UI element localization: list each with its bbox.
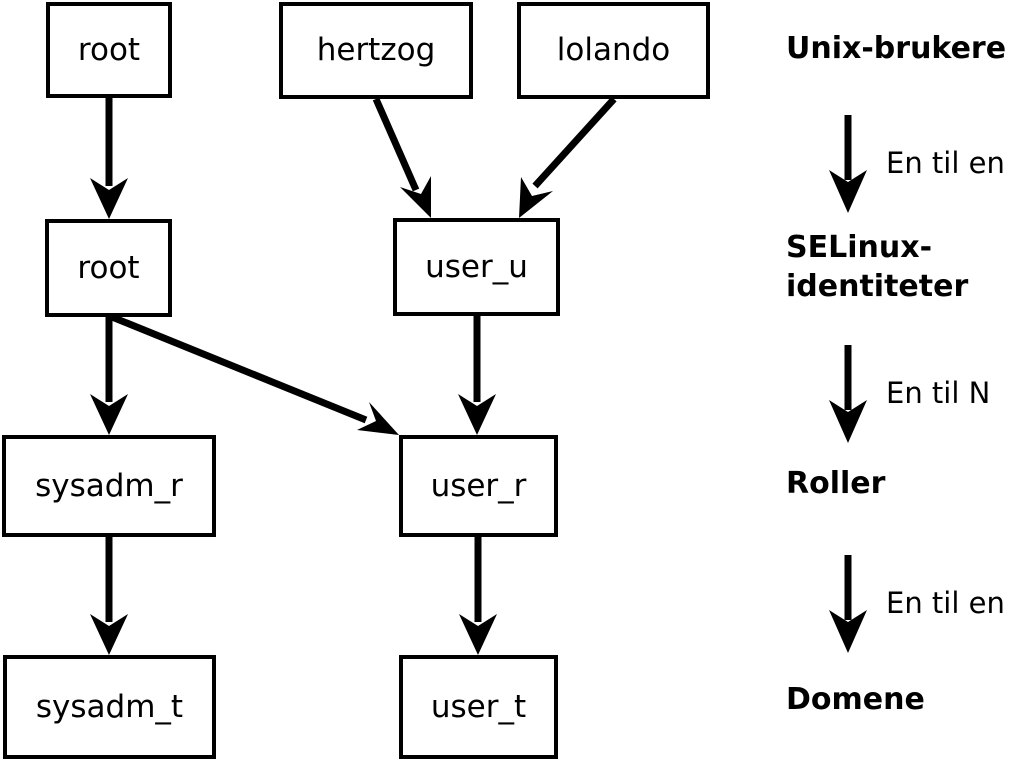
legend-relation-en-til-en-1: En til en xyxy=(886,146,1005,180)
node-label: user_u xyxy=(425,248,528,285)
edge-sel-root-to-sysadm-r xyxy=(90,317,128,435)
node-label: user_t xyxy=(430,688,527,725)
node-role-user-r[interactable]: user_r xyxy=(399,435,558,537)
node-label: hertzog xyxy=(316,32,436,68)
node-role-sysadm-r[interactable]: sysadm_r xyxy=(2,435,216,537)
node-selinux-user-u[interactable]: user_u xyxy=(393,218,560,316)
node-unix-hertzog[interactable]: hertzog xyxy=(279,2,473,99)
node-unix-root[interactable]: root xyxy=(46,2,172,98)
node-label: root xyxy=(77,249,140,286)
legend-arrow-roller-to-domene xyxy=(829,555,867,653)
legend-level-roller: Roller xyxy=(786,466,886,501)
legend-level-selinux-identiteter-line1: SELinux- xyxy=(786,230,933,265)
legend-relation-en-til-en-2: En til en xyxy=(886,586,1005,620)
node-domain-sysadm-t[interactable]: sysadm_t xyxy=(3,655,216,759)
node-label: root xyxy=(77,31,141,68)
legend-arrow-unix-to-selinux xyxy=(829,115,867,213)
node-selinux-root[interactable]: root xyxy=(45,219,172,317)
edge-user-r-to-user-t xyxy=(459,537,497,655)
legend-arrow-selinux-to-roller xyxy=(829,345,867,443)
node-label: sysadm_r xyxy=(35,467,183,504)
edge-user-u-to-user-r xyxy=(458,316,496,435)
node-label: lolando xyxy=(556,32,671,68)
edge-sel-root-to-user-r xyxy=(110,313,399,435)
edge-sysadm-r-to-sysadm-t xyxy=(90,537,128,655)
edge-unix-root-to-sel-root xyxy=(90,98,128,219)
node-label: sysadm_t xyxy=(35,688,184,725)
node-domain-user-t[interactable]: user_t xyxy=(399,655,558,759)
legend-relation-en-til-n: En til N xyxy=(886,376,991,410)
legend-level-domene: Domene xyxy=(786,682,925,717)
edge-hertzog-to-user-u xyxy=(372,97,431,218)
node-label: user_r xyxy=(430,467,527,504)
legend-level-unix-brukere: Unix-brukere xyxy=(786,31,1007,66)
legend-level-selinux-identiteter-line2: identiteter xyxy=(786,269,969,304)
node-unix-lolando[interactable]: lolando xyxy=(517,2,710,99)
edge-lolando-to-user-u xyxy=(519,96,617,218)
